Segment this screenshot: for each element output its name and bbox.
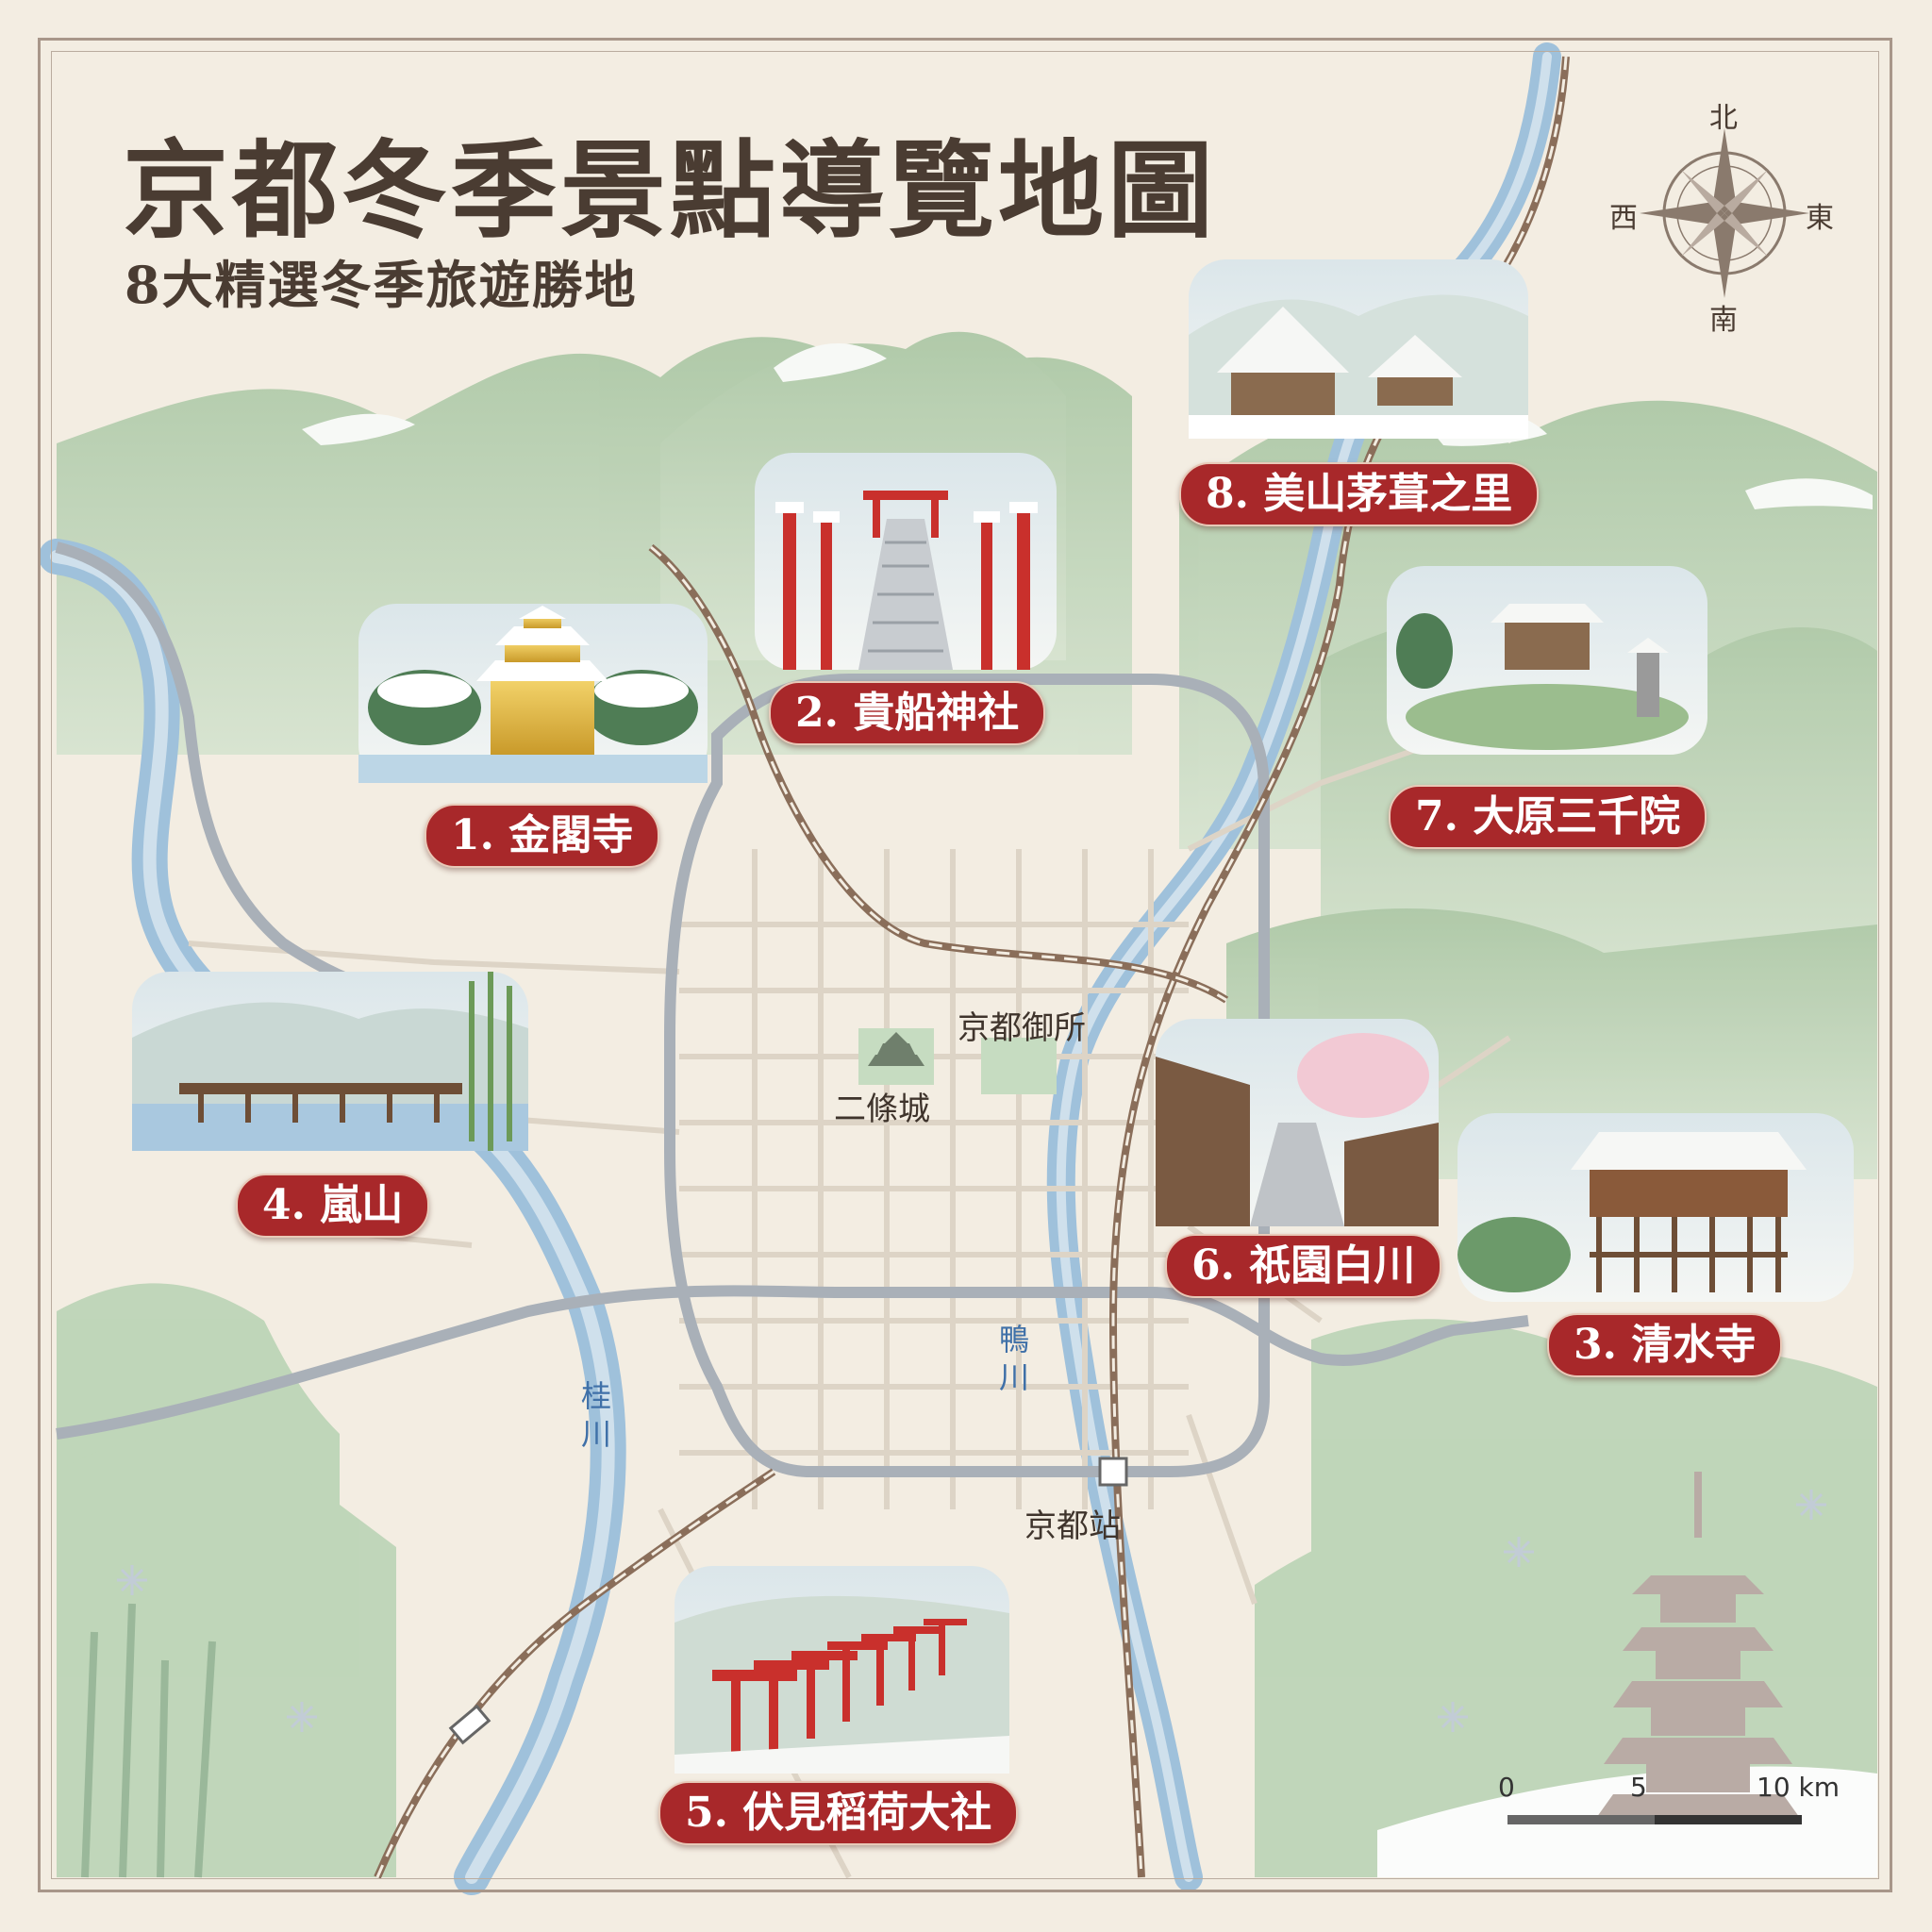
spot-label-kiyomizudera[interactable]: 3. 清水寺	[1547, 1313, 1783, 1377]
compass-north-label: 北	[1709, 102, 1738, 135]
spot-label-gion-shirakawa[interactable]: 6. 祇園白川	[1165, 1234, 1442, 1298]
arashiyama-illustration	[132, 972, 528, 1151]
station-marker	[448, 1704, 491, 1745]
scale-bar	[1507, 1815, 1802, 1824]
compass-east-label: 東	[1806, 202, 1834, 235]
scale-label-zero: 0	[1498, 1772, 1515, 1803]
scale-label-max: 10 km	[1757, 1772, 1840, 1803]
scale-label-mid: 5	[1630, 1772, 1647, 1803]
nijo-castle-label: 二條城	[834, 1091, 930, 1128]
spot-label-sanzenin[interactable]: 7. 大原三千院	[1389, 785, 1707, 849]
spot-label-kinkakuji[interactable]: 1. 金閣寺	[425, 804, 660, 868]
bamboo-illustration	[81, 1603, 216, 1878]
fushimi-inari-illustration	[675, 1566, 1009, 1774]
compass-icon	[1640, 128, 1809, 298]
spot-label-arashiyama[interactable]: 4. 嵐山	[236, 1174, 430, 1238]
gion-illustration	[1156, 1019, 1439, 1226]
katsura-river-label: 桂川	[580, 1378, 611, 1452]
miyama-illustration	[1189, 259, 1528, 439]
kyoto-station-marker	[1098, 1457, 1128, 1487]
sanzenin-illustration	[1387, 566, 1707, 755]
spot-label-fushimi-inari[interactable]: 5. 伏見稻荷大社	[658, 1781, 1019, 1845]
kyoto-station-label: 京都站	[1024, 1507, 1121, 1545]
kinkakuji-illustration	[358, 604, 708, 783]
kamo-river-label: 鴨川	[998, 1322, 1029, 1395]
map-subtitle: 8大精選冬季旅遊勝地	[125, 255, 638, 315]
pagoda-illustration	[1594, 1472, 1802, 1821]
nijo-castle-icon	[858, 1028, 934, 1085]
kifune-shrine-illustration	[755, 453, 1057, 670]
map-title: 京都冬季景點導覽地圖	[123, 129, 1217, 253]
spot-label-kifune-shrine[interactable]: 2. 貴船神社	[769, 681, 1046, 745]
imperial-palace-label: 京都御所	[958, 1009, 1086, 1047]
kiyomizudera-illustration	[1457, 1113, 1854, 1302]
spot-label-miyama[interactable]: 8. 美山茅葺之里	[1179, 462, 1540, 526]
snowflake-icons	[117, 1490, 1826, 1732]
compass-south-label: 南	[1709, 304, 1738, 337]
imperial-palace-park	[981, 1038, 1057, 1094]
compass-west-label: 西	[1609, 202, 1638, 235]
